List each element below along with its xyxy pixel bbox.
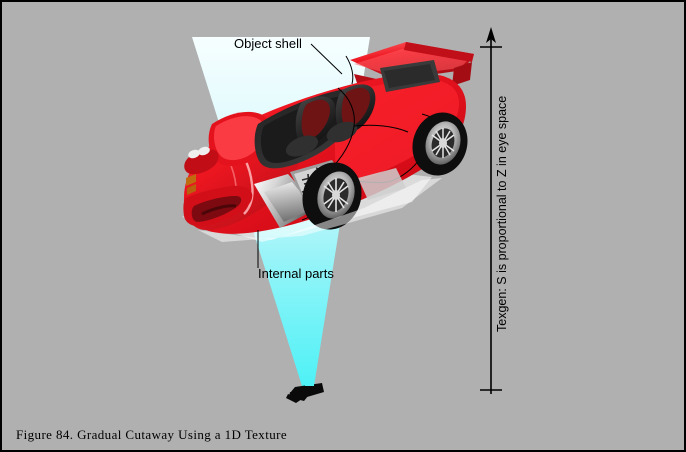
internal-parts-label: Internal parts bbox=[258, 266, 334, 281]
car-front-wheel bbox=[302, 162, 362, 230]
figure-caption: Figure 84. Gradual Cutaway Using a 1D Te… bbox=[16, 427, 288, 442]
eye-point-icon bbox=[286, 380, 324, 403]
texgen-axis-label: Texgen: S is proportional to Z in eye sp… bbox=[495, 96, 509, 332]
car-rear-wheel bbox=[412, 112, 468, 176]
sports-car-model bbox=[182, 42, 474, 242]
car-rear-louver bbox=[380, 60, 440, 92]
annotation-object-shell: Object shell bbox=[234, 36, 343, 75]
axis-arrowhead bbox=[486, 27, 496, 43]
annotation-internal-parts: Internal parts bbox=[257, 230, 334, 281]
texgen-axis: Texgen: S is proportional to Z in eye sp… bbox=[480, 27, 509, 394]
car-headlight bbox=[184, 146, 219, 175]
object-shell-label: Object shell bbox=[234, 36, 302, 51]
